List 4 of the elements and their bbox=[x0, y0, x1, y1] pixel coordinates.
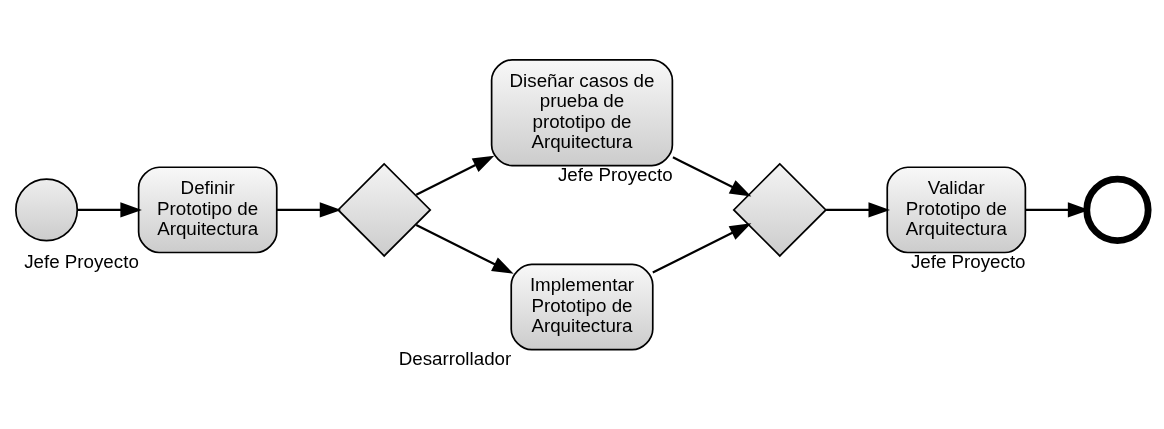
node-label: Desarrollador bbox=[398, 347, 512, 369]
node-label: Jefe Proyecto bbox=[910, 250, 1026, 272]
node-label: Jefe Proyecto bbox=[24, 250, 139, 272]
node-label: Jefe Proyecto bbox=[557, 163, 673, 185]
